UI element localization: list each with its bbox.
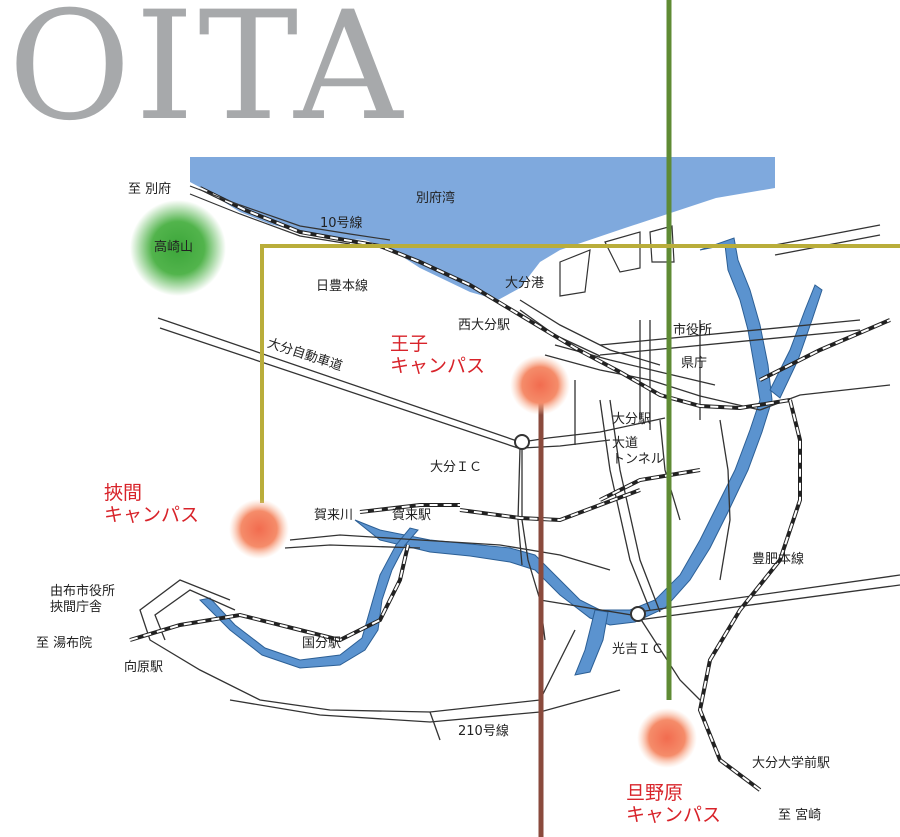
label-city-office: 市役所 xyxy=(673,323,713,338)
map-title: OITA xyxy=(8,0,407,154)
label-mitsuyoshi-ic: 光吉ＩＣ xyxy=(612,642,665,657)
label-oita-st: 大分駅 xyxy=(612,412,652,427)
label-hasama-campus-line2: キャンパス xyxy=(104,504,200,526)
river-tributary xyxy=(574,609,609,676)
oji-campus-marker xyxy=(510,355,570,415)
harbour-pier xyxy=(559,249,591,297)
oita-river xyxy=(354,237,773,626)
kaku-river xyxy=(198,527,419,669)
label-dannohara-campus: 旦野原 キャンパス xyxy=(626,782,721,826)
route10-road xyxy=(189,193,351,245)
label-univ-st: 大分大学前駅 xyxy=(752,756,831,771)
label-dannohara-campus-line2: キャンパス xyxy=(626,804,722,826)
label-kokubu-st: 国分駅 xyxy=(302,636,342,651)
road-network xyxy=(139,224,900,741)
label-nishioita-st: 西大分駅 xyxy=(458,318,511,333)
river-tributary xyxy=(769,284,823,399)
label-takasakiyama: 高崎山 xyxy=(154,240,194,255)
railway-dashes xyxy=(129,187,891,791)
guide-line-olive xyxy=(260,244,900,503)
harbour-pier xyxy=(604,231,641,273)
label-hasama-campus-line1: 挾間 xyxy=(104,482,143,504)
label-to-yufuin: 至 湯布院 xyxy=(36,636,93,651)
label-oita-port: 大分港 xyxy=(505,276,545,291)
label-route210: 210号線 xyxy=(458,724,509,739)
label-beppu-bay: 別府湾 xyxy=(416,191,456,206)
takasakiyama-marker xyxy=(130,200,226,296)
label-nippo-line: 日豊本線 xyxy=(316,279,369,294)
oita-ic-marker xyxy=(514,434,530,450)
label-oji-campus-line2: キャンパス xyxy=(390,355,486,377)
label-to-beppu: 至 別府 xyxy=(128,182,172,197)
mitsuyoshi-ic-marker xyxy=(630,606,646,622)
label-yufu-office-line2: 挾間庁舎 xyxy=(50,600,103,615)
label-pref-office: 県庁 xyxy=(681,356,708,371)
label-oji-campus: 王子 キャンパス xyxy=(390,333,485,377)
dannohara-campus-marker xyxy=(637,708,697,768)
label-oji-campus-line1: 王子 xyxy=(390,333,429,355)
label-kaku-river: 賀来川 xyxy=(314,508,354,523)
label-hohi-line: 豊肥本線 xyxy=(752,552,805,567)
sea-area xyxy=(190,157,775,300)
label-tunnel-line1: 大道 xyxy=(612,436,639,451)
label-hasama-campus: 挾間 キャンパス xyxy=(104,482,199,526)
label-oita-ic: 大分ＩＣ xyxy=(430,460,483,475)
label-yufu-office-line1: 由布市役所 xyxy=(50,584,116,599)
hasama-campus-marker xyxy=(229,499,289,559)
label-tunnel: 大道 トンネル xyxy=(612,436,664,468)
label-kaku-st: 賀来駅 xyxy=(392,508,432,523)
label-route10: 10号線 xyxy=(320,216,363,231)
route10-road xyxy=(189,185,391,241)
label-yufu-office: 由布市役所 挾間庁舎 xyxy=(50,584,115,616)
label-dannohara-campus-line1: 旦野原 xyxy=(626,782,684,804)
label-tunnel-line2: トンネル xyxy=(612,452,664,467)
label-mukainoharu-st: 向原駅 xyxy=(124,660,164,675)
label-to-miyazaki: 至 宮崎 xyxy=(778,808,822,823)
